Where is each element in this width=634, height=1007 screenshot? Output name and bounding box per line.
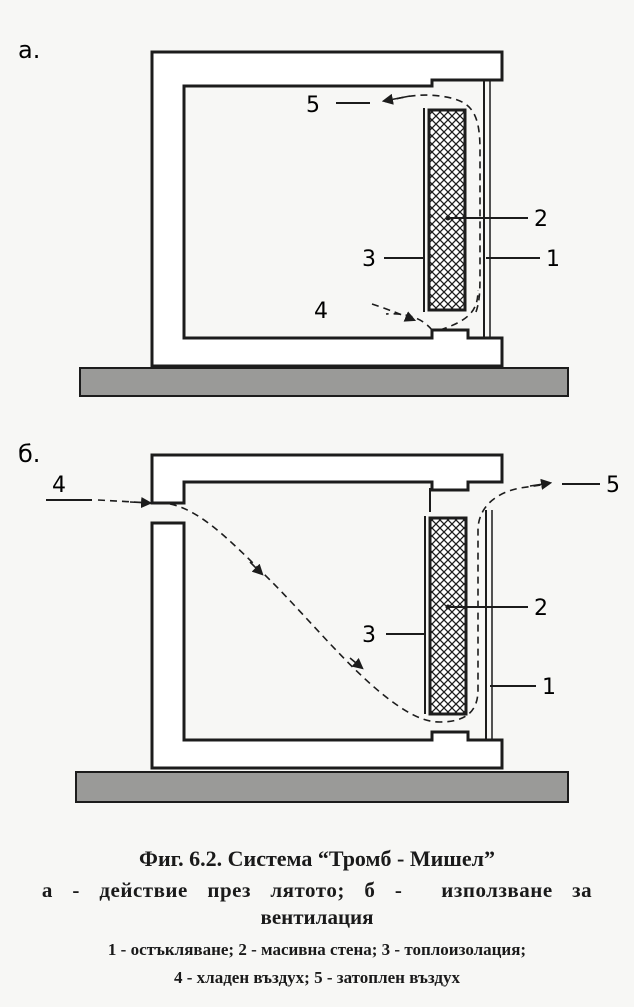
figure-legend-line-1: 1 - остъкляване; 2 - масивна стена; 3 - … <box>107 940 527 959</box>
flow-arrow-low-b <box>349 657 364 670</box>
figure-title: Фиг. 6.2. Система “Тромб - Мишел” <box>139 846 495 871</box>
flow-arrow-in-b <box>129 496 153 509</box>
marker-3-b: 3 <box>362 623 376 648</box>
panel-b: б. 4 5 2 3 1 <box>18 440 620 803</box>
top-wall-b <box>150 453 504 505</box>
marker-2-a: 2 <box>534 207 548 232</box>
marker-1-b: 1 <box>542 675 556 700</box>
marker-4-b: 4 <box>52 473 66 498</box>
glazing-a <box>483 80 491 338</box>
figure-subtitle-line-1: а - действие през лятото; б - използване… <box>41 878 593 902</box>
left-wall-floor-b <box>150 521 504 770</box>
marker-5-b: 5 <box>606 473 620 498</box>
massive-wall-b <box>428 516 468 716</box>
glazing-b <box>485 510 493 740</box>
panel-b-label: б. <box>18 440 40 468</box>
trombe-michel-figure: а. 5 2 1 3 4 б. <box>18 36 620 803</box>
marker-3-a: 3 <box>362 247 376 272</box>
ground-slab-b <box>75 771 569 803</box>
marker-2-b: 2 <box>534 596 548 621</box>
marker-4-a: 4 <box>314 299 328 324</box>
building-section-a <box>150 50 504 368</box>
massive-wall-a <box>427 108 467 312</box>
panel-a: а. 5 2 1 3 4 <box>18 36 569 397</box>
figure-legend-line-2: 4 - хладен въздух; 5 - затоплен въздух <box>174 968 460 987</box>
marker-5-a: 5 <box>306 93 320 118</box>
panel-a-label: а. <box>18 36 40 64</box>
flow-arrow-bottom-a <box>371 303 417 322</box>
flow-arrow-top-a <box>381 93 411 105</box>
ground-slab-a <box>79 367 569 397</box>
figure-subtitle-line-2: вентилация <box>260 905 374 929</box>
marker-1-a: 1 <box>546 247 560 272</box>
flow-arrow-mid-b <box>249 561 264 576</box>
flow-arrow-out-b <box>529 478 553 490</box>
